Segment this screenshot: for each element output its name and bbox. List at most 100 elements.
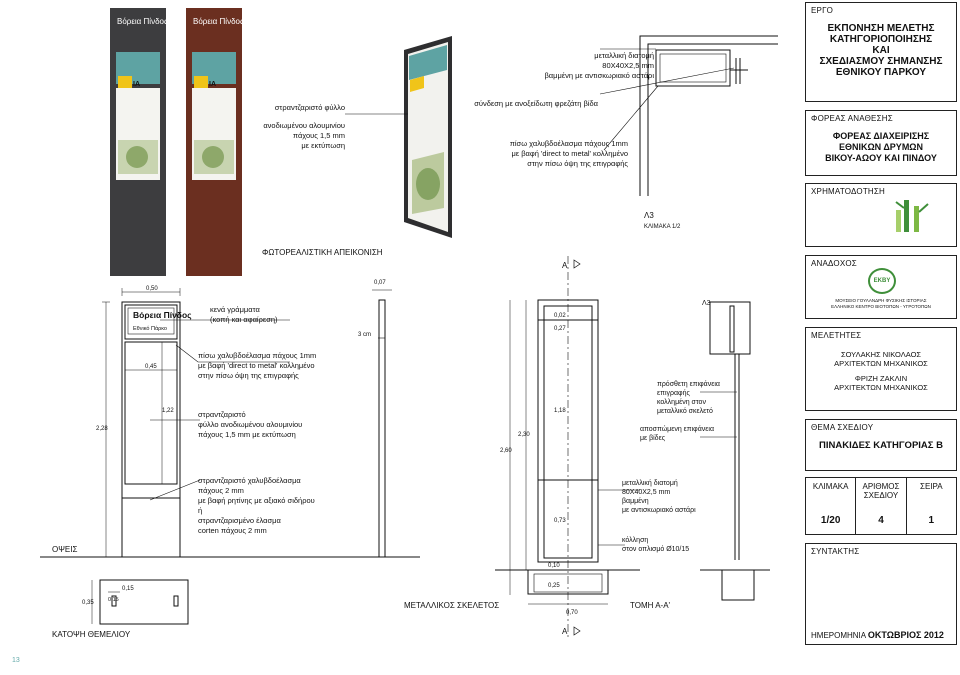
svg-text:2,30: 2,30: [518, 432, 530, 438]
contractor-line-2: ΕΛΛΗΝΙΚΟ ΚΕΝΤΡΟ ΒΙΟΤΟΠΩΝ - ΥΓΡΟΤΟΠΩΝ: [831, 304, 931, 309]
svg-text:0,15: 0,15: [122, 586, 134, 592]
title-block-authority: ΦΟΡΕΑΣ ΑΝΑΘΕΣΗΣ ΦΟΡΕΑΣ ΔΙΑΧΕΙΡΙΣΗΣ ΕΘΝΙΚ…: [805, 110, 957, 176]
designer-1-title: ΑΡΧΙΤΕΚΤΩΝ ΜΗΧΑΝΙΚΟΣ: [834, 359, 928, 368]
title-block-author: ΣΥΝΤΑΚΤΗΣ ΗΜΕΡΟΜΗΝΙΑ ΟΚΤΩΒΡΙΟΣ 2012: [805, 543, 957, 645]
svg-text:φύλλο ανοδιωμένου αλουμινίου: φύλλο ανοδιωμένου αλουμινίου: [198, 420, 302, 429]
section-markers: Α Α: [562, 259, 581, 636]
contractor-logo: ΕΚΒΥ: [868, 268, 896, 294]
svg-text:κόλληση: κόλληση: [622, 536, 648, 544]
authority-line-1: ΦΟΡΕΑΣ ΔΙΑΧΕΙΡΙΣΗΣ: [832, 131, 930, 141]
elevation-notes: κενά γράμματα (κοπή και αφαίρεση) πίσω χ…: [198, 305, 316, 535]
subject-value: ΠΙΝΑΚΙΔΕΣ ΚΑΤΗΓΟΡΙΑΣ Β: [819, 440, 943, 451]
detail-scale: ΚΛΙΜΑΚΑ 1/2: [644, 224, 681, 230]
svg-text:corten πάχους 2 mm: corten πάχους 2 mm: [198, 526, 267, 535]
detail-label: Λ3: [644, 211, 654, 220]
skeleton-leaders: [598, 391, 737, 546]
svg-text:ανοδιωμένου αλουμινίου: ανοδιωμένου αλουμινίου: [263, 121, 345, 130]
svg-text:μεταλλική διατομή: μεταλλική διατομή: [622, 480, 678, 487]
svg-text:πάχους 2 mm: πάχους 2 mm: [198, 486, 244, 495]
svg-text:πίσω χαλυβδοέλασμα πάχους 1mm: πίσω χαλυβδοέλασμα πάχους 1mm: [510, 139, 628, 148]
scale-value: 1/20: [820, 515, 841, 526]
svg-text:με βίδες: με βίδες: [640, 434, 666, 442]
photo-sign-dark: Βόρεια Πίνδος ΙΑ: [110, 8, 168, 276]
svg-text:1,18: 1,18: [554, 408, 566, 414]
photo-annotation: στραντζαριστό φύλλο ανοδιωμένου αλουμινί…: [263, 103, 345, 150]
project-line-1: ΕΚΠΟΝΗΣΗ ΜΕΛΕΤΗΣ: [827, 23, 935, 34]
detail-notes: μεταλλική διατομή 80Χ40Χ2,5 mm βαμμένη μ…: [474, 51, 654, 168]
title-block-contractor: ΑΝΑΔΟΧΟΣ ΕΚΒΥ ΜΟΥΣΕΙΟ ΓΟΥΛΑΝΔΡΗ ΦΥΣΙΚΗΣ …: [805, 255, 957, 319]
project-line-2: ΚΑΤΗΓΟΡΙΟΠΟΙΗΣΗΣ: [829, 34, 933, 45]
svg-text:2,60: 2,60: [500, 448, 512, 454]
svg-text:με εκτύπωση: με εκτύπωση: [301, 141, 345, 150]
svg-text:σύνδεση με ανοξείδωτη φρεζάτη: σύνδεση με ανοξείδωτη φρεζάτη βίδα: [474, 99, 598, 108]
svg-text:στην πίσω όψη της επιγραφής: στην πίσω όψη της επιγραφής: [527, 159, 628, 168]
photo-zone-dark: ΙΑ: [133, 81, 140, 88]
title-block-designers: ΜΕΛΕΤΗΤΕΣ ΣΟΥΛΑΚΗΣ ΝΙΚΟΛΑΟΣ ΑΡΧΙΤΕΚΤΩΝ Μ…: [805, 327, 957, 411]
project-label: ΕΡΓΟ: [811, 6, 834, 15]
foundation-label: ΚΑΤΟΨΗ ΘΕΜΕΛΙΟΥ: [52, 630, 131, 639]
authority-label: ΦΟΡΕΑΣ ΑΝΑΘΕΣΗΣ: [811, 114, 893, 123]
svg-text:πάχους 1,5 mm: πάχους 1,5 mm: [293, 131, 345, 140]
svg-text:0,27: 0,27: [554, 326, 566, 332]
designers-label: ΜΕΛΕΤΗΤΕΣ: [811, 331, 862, 340]
date-row: ΗΜΕΡΟΜΗΝΙΑ ΟΚΤΩΒΡΙΟΣ 2012: [811, 630, 944, 640]
svg-text:0,35: 0,35: [82, 600, 94, 606]
svg-text:ή: ή: [198, 506, 202, 515]
photo-caption: ΦΩΤΟΡΕΑΛΙΣΤΙΚΗ ΑΠΕΙΚΟΝΙΣΗ: [262, 248, 383, 257]
author-label: ΣΥΝΤΑΚΤΗΣ: [811, 547, 860, 556]
svg-text:2,28: 2,28: [96, 426, 108, 432]
svg-text:80Χ40Χ2,5 mm: 80Χ40Χ2,5 mm: [602, 61, 654, 70]
svg-text:αποσπώμενη επιφάνεια: αποσπώμενη επιφάνεια: [640, 425, 714, 433]
contractor-logo-text: ΕΚΒΥ: [873, 278, 891, 284]
title-block-project: ΕΡΓΟ ΕΚΠΟΝΗΣΗ ΜΕΛΕΤΗΣ ΚΑΤΗΓΟΡΙΟΠΟΙΗΣΗΣ Κ…: [805, 2, 957, 102]
page-number: 13: [12, 657, 20, 664]
svg-text:0,73: 0,73: [554, 518, 566, 524]
project-line-4: ΣΧΕΔΙΑΣΜΟΥ ΣΗΜΑΝΣΗΣ: [819, 56, 943, 67]
funding-logo: [895, 200, 929, 232]
elevation-label: ΟΨΕΙΣ: [52, 545, 77, 554]
elevation-brand: Βόρεια Πίνδος: [133, 310, 192, 320]
photo-brand-dark: Βόρεια Πίνδος: [117, 17, 168, 26]
scale-cell: ΚΛΙΜΑΚΑ 1/20: [806, 478, 857, 534]
date-value: ΟΚΤΩΒΡΙΟΣ 2012: [867, 630, 944, 640]
skeleton-dims: 2,30 2,60 0,02 0,27 1,18 0,73 0,10 0,25 …: [500, 300, 608, 616]
number-cell: ΑΡΙΘΜΟΣ ΣΧΕΔΙΟΥ 4: [856, 478, 907, 534]
designer-2-name: ΦΡΙΖΗ ΖΑΚΛΙΝ: [854, 374, 908, 383]
svg-text:0,07: 0,07: [374, 280, 386, 286]
svg-text:0,70: 0,70: [566, 610, 578, 616]
number-value: 4: [878, 515, 884, 526]
svg-text:στραντζαριστό: στραντζαριστό: [198, 410, 246, 419]
svg-text:0,15: 0,15: [108, 597, 119, 603]
svg-text:80Χ40Χ2,5 mm: 80Χ40Χ2,5 mm: [622, 489, 670, 496]
perspective-panel: [404, 36, 452, 238]
skeleton-label: ΜΕΤΑΛΛΙΚΟΣ ΣΚΕΛΕΤΟΣ: [404, 601, 499, 610]
svg-text:βαμμένη με αντισκωριακό αστάρι: βαμμένη με αντισκωριακό αστάρι: [544, 71, 654, 80]
scale-label: ΚΛΙΜΑΚΑ: [812, 482, 849, 491]
elevation-brand-sub: Εθνικό Πάρκο: [133, 325, 167, 332]
elevation-drawing: Βόρεια Πίνδος Εθνικό Πάρκο: [40, 299, 420, 558]
skeleton-drawing: [495, 256, 640, 640]
svg-text:με αντισκωριακό αστάρι: με αντισκωριακό αστάρι: [622, 506, 696, 514]
title-block-subject: ΘΕΜΑ ΣΧΕΔΙΟΥ ΠΙΝΑΚΙΔΕΣ ΚΑΤΗΓΟΡΙΑΣ Β: [805, 419, 957, 471]
svg-text:0,45: 0,45: [145, 364, 157, 370]
skeleton-notes: πρόσθετη επιφάνεια επιγραφής κολλημένη σ…: [622, 380, 720, 553]
svg-text:0,10: 0,10: [548, 563, 560, 569]
svg-text:βαμμένη: βαμμένη: [622, 497, 649, 505]
title-block-funding: ΧΡΗΜΑΤΟΔΟΤΗΣΗ: [805, 183, 957, 247]
contractor-line-1: ΜΟΥΣΕΙΟ ΓΟΥΛΑΝΔΡΗ ΦΥΣΙΚΗΣ ΙΣΤΟΡΙΑΣ: [835, 298, 927, 303]
svg-text:με βαφή ρητίνης με αξιακό σιδή: με βαφή ρητίνης με αξιακό σιδήρου: [198, 496, 315, 505]
svg-text:0,25: 0,25: [548, 583, 560, 589]
svg-text:κενά γράμματα: κενά γράμματα: [210, 305, 260, 314]
elevation-dims: 0,50 2,28 0,45 1,22 0,07 3 cm: [96, 280, 392, 558]
photo-zone-rust: ΙΑ: [209, 81, 216, 88]
svg-text:πίσω χαλυβδοέλασμα πάχους 1mm: πίσω χαλυβδοέλασμα πάχους 1mm: [198, 351, 316, 360]
photo-brand-rust: Βόρεια Πίνδος: [193, 17, 244, 26]
funding-label: ΧΡΗΜΑΤΟΔΟΤΗΣΗ: [811, 187, 886, 196]
svg-text:μεταλλικό σκελετό: μεταλλικό σκελετό: [657, 407, 713, 415]
date-label: ΗΜΕΡΟΜΗΝΙΑ: [811, 631, 866, 640]
number-label: ΑΡΙΘΜΟΣ ΣΧΕΔΙΟΥ: [862, 482, 900, 500]
series-cell: ΣΕΙΡΑ 1: [907, 478, 956, 534]
section-aa-drawing: [700, 301, 770, 601]
section-aa-label: ΤΟΜΗ Α-Α': [630, 601, 671, 610]
